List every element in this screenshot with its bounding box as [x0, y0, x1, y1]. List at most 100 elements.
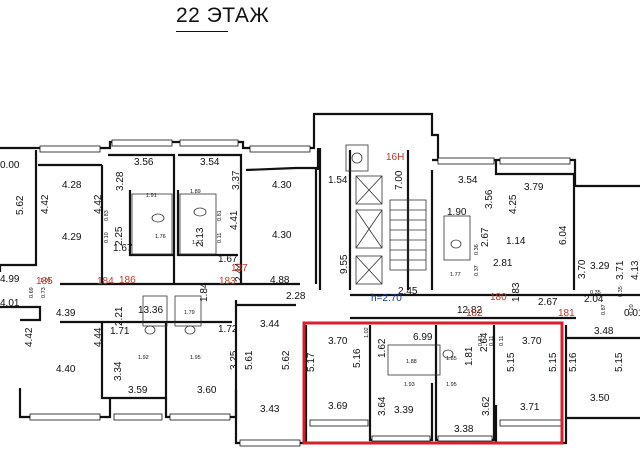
room-label: 5.16 — [352, 348, 363, 368]
floor-title: 22 ЭТАЖ — [176, 4, 270, 27]
small-label: 1.77 — [192, 240, 203, 246]
room-label: 2.13 — [195, 227, 206, 247]
room-label: 0.01 — [624, 308, 640, 319]
lift-core — [345, 144, 427, 285]
room-label: 1.54 — [328, 175, 348, 186]
room-label: 4.42 — [40, 194, 51, 214]
room-label: 5.15 — [506, 352, 517, 372]
room-label: 3.43 — [260, 404, 280, 415]
room-label: 4.25 — [508, 194, 519, 214]
room-label: 3.71 — [520, 402, 540, 413]
room-label: 2.44 — [234, 262, 245, 282]
room-label: 3.56 — [134, 157, 154, 168]
room-label: 3.64 — [377, 396, 388, 416]
room-label: 13.36 — [138, 305, 163, 316]
lift-label: 16Н — [386, 152, 404, 163]
room-label: 4.01 — [0, 298, 20, 309]
room-label: 3.71 — [615, 260, 626, 280]
room-label: 1.84 — [199, 282, 210, 302]
title-underline — [176, 31, 228, 32]
small-dimension-labels: 1.91 1.89 1.76 1.77 0.83 0.10 0.81 0.11 … — [29, 189, 635, 361]
room-label: 1.67 — [218, 254, 238, 265]
small-label: 0.83 — [104, 210, 110, 221]
room-label: 1.90 — [447, 207, 467, 218]
small-label: 1.92 — [138, 355, 149, 361]
room-label: 4.99 — [0, 274, 20, 285]
room-label: 1.95 — [446, 382, 457, 388]
room-label: 2.81 — [493, 258, 513, 269]
room-label: 4.28 — [62, 180, 82, 191]
small-label: 1.77 — [450, 272, 461, 278]
room-label: 5.16 — [568, 352, 579, 372]
apartment-number: 187 — [231, 263, 248, 274]
room-label: 4.30 — [272, 180, 292, 191]
room-label: 2.67 — [538, 297, 558, 308]
room-label: 5.62 — [281, 350, 292, 370]
small-label: 1.91 — [146, 193, 157, 199]
room-label: 3.79 — [524, 182, 544, 193]
small-label: 0.37 — [474, 265, 480, 276]
room-label: 1.62 — [377, 338, 388, 358]
bathroom-fixtures — [131, 193, 471, 376]
small-label: 1.02 — [364, 327, 370, 338]
apartment-number: 183 — [219, 276, 236, 287]
small-label: 0.81 — [478, 335, 484, 346]
room-label: 6.99 — [413, 332, 433, 343]
room-label: 3.54 — [200, 157, 220, 168]
room-label: 3.25 — [229, 350, 240, 370]
small-label: 0.81 — [217, 210, 223, 221]
room-label: 3.59 — [128, 385, 148, 396]
room-label: 5.15 — [614, 352, 625, 372]
apartment-number: 184 — [97, 276, 114, 287]
room-label: 7.00 — [394, 170, 405, 190]
room-label: 0.00 — [0, 160, 20, 171]
windows — [29, 139, 571, 447]
room-label: 2.04 — [584, 294, 604, 305]
selected-apartment-frame — [302, 321, 564, 445]
apartment-number: 181 — [558, 308, 575, 319]
apartment-number: 185 — [36, 276, 53, 287]
small-label: 1.89 — [190, 189, 201, 195]
room-label: 4.39 — [56, 308, 76, 319]
room-label: 3.56 — [484, 189, 495, 209]
room-label: 1.88 — [406, 359, 417, 365]
apartment-numbers: 186 187 185 184 183 180 182 181 16Н h=2.… — [36, 152, 575, 319]
room-label: 1.83 — [511, 282, 522, 302]
room-label: 2.64 — [479, 332, 490, 352]
room-label: 4.42 — [24, 327, 35, 347]
room-label: 3.34 — [113, 361, 124, 381]
room-label: 3.37 — [231, 170, 242, 190]
room-label: 1.93 — [404, 382, 415, 388]
room-label: 5.61 — [244, 350, 255, 370]
room-label: 4.30 — [272, 230, 292, 241]
room-label: 3.48 — [594, 326, 614, 337]
room-label: 2.28 — [286, 291, 306, 302]
room-label: 3.70 — [328, 336, 348, 347]
apartment-number: 180 — [490, 292, 507, 303]
room-label: 3.54 — [458, 175, 478, 186]
room-label: 1.67 — [113, 243, 133, 254]
room-labels: 4.28 5.62 4.42 4.42 4.29 3.28 3.56 3.54 … — [0, 157, 640, 435]
room-label: 3.28 — [115, 171, 126, 191]
room-label: 12.82 — [457, 305, 482, 316]
room-label: 2.67 — [480, 227, 491, 247]
room-label: 4.41 — [229, 210, 240, 230]
small-label: 0.10 — [104, 232, 110, 243]
apartment-number: 182 — [466, 308, 483, 319]
room-label: 3.70 — [522, 336, 542, 347]
room-label: 3.29 — [590, 261, 610, 272]
room-label: 3.60 — [197, 385, 217, 396]
small-label: 0.35 — [618, 286, 624, 297]
room-label: 3.44 — [260, 319, 280, 330]
apartment-number: 186 — [119, 275, 136, 286]
room-label: 4.42 — [93, 194, 104, 214]
small-label: 0.11 — [489, 336, 495, 346]
small-label: 0.69 — [29, 287, 35, 298]
small-label: 0.11 — [499, 336, 505, 346]
small-label: 0.36 — [474, 244, 480, 255]
room-label: 1.72 — [218, 324, 238, 335]
small-label: 0.20 — [629, 304, 635, 315]
room-label: 5.62 — [15, 195, 26, 215]
small-label: 0.11 — [217, 233, 223, 243]
room-label: 5.15 — [548, 352, 559, 372]
